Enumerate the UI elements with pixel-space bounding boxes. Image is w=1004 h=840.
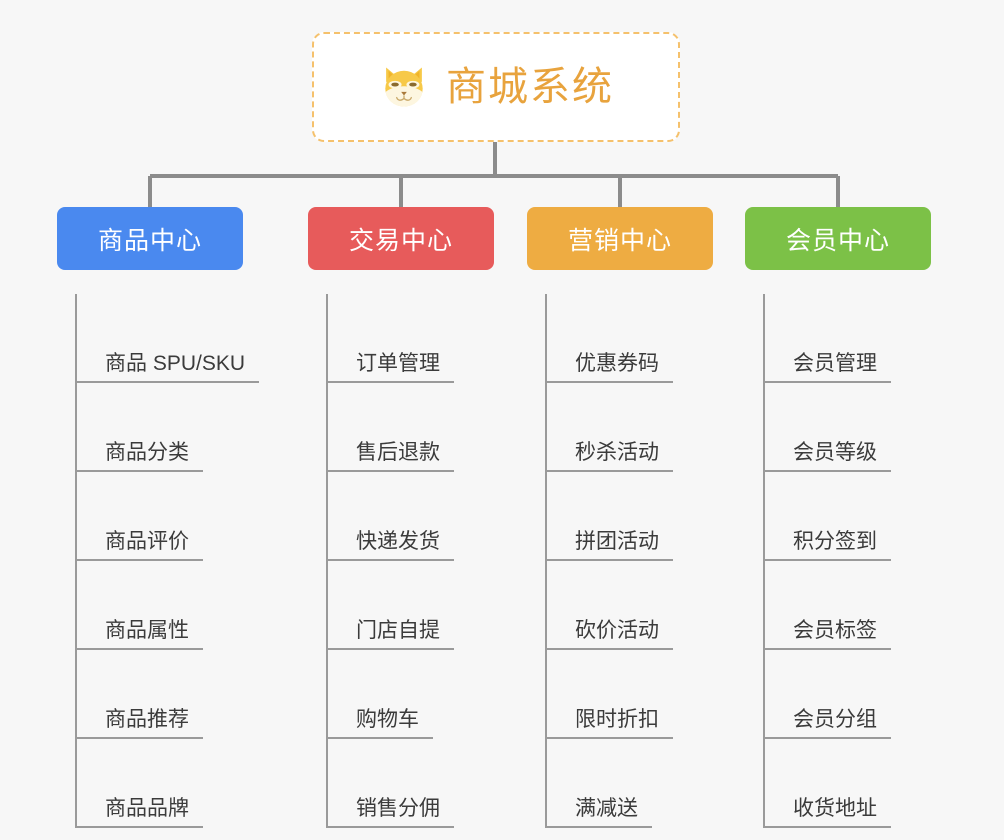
list-item-label: 满减送	[547, 797, 652, 828]
list-item-label: 会员标签	[765, 619, 891, 650]
list-item[interactable]: 会员等级	[765, 383, 931, 472]
list-item[interactable]: 销售分佣	[328, 739, 494, 828]
list-item[interactable]: 购物车	[328, 650, 494, 739]
category-column-marketing: 营销中心 优惠券码 秒杀活动 拼团活动 砍价活动 限时折扣 满减送	[527, 207, 713, 828]
category-header-trade[interactable]: 交易中心	[308, 207, 494, 270]
shiba-dog-icon	[385, 67, 423, 109]
list-item-label: 商品 SPU/SKU	[77, 352, 260, 383]
list-item[interactable]: 门店自提	[328, 561, 494, 650]
list-item[interactable]: 订单管理	[328, 294, 494, 383]
list-item-label: 限时折扣	[547, 708, 673, 739]
list-item[interactable]: 商品品牌	[77, 739, 243, 828]
list-item-label: 商品属性	[77, 619, 203, 650]
item-list: 商品 SPU/SKU 商品分类 商品评价 商品属性 商品推荐 商品品牌	[75, 294, 260, 828]
list-item[interactable]: 拼团活动	[547, 472, 713, 561]
list-item-label: 订单管理	[328, 352, 454, 383]
list-item-label: 会员管理	[765, 352, 891, 383]
category-title: 商品中心	[97, 226, 202, 255]
list-item[interactable]: 商品推荐	[77, 650, 243, 739]
list-item[interactable]: 会员标签	[765, 561, 931, 650]
list-item-label: 积分签到	[765, 530, 891, 561]
category-header-marketing[interactable]: 营销中心	[527, 207, 713, 270]
list-item[interactable]: 商品分类	[77, 383, 243, 472]
list-item-label: 拼团活动	[547, 530, 673, 561]
category-title: 交易中心	[348, 226, 453, 255]
category-column-trade: 交易中心 订单管理 售后退款 快递发货 门店自提 购物车 销售分佣	[308, 207, 494, 828]
list-item-label: 商品推荐	[77, 708, 203, 739]
list-item-label: 收货地址	[765, 797, 891, 828]
list-item[interactable]: 收货地址	[765, 739, 931, 828]
list-item[interactable]: 售后退款	[328, 383, 494, 472]
list-item-label: 优惠券码	[547, 352, 673, 383]
list-item-label: 秒杀活动	[547, 441, 673, 472]
list-item[interactable]: 积分签到	[765, 472, 931, 561]
list-item-label: 购物车	[328, 708, 433, 739]
item-list: 优惠券码 秒杀活动 拼团活动 砍价活动 限时折扣 满减送	[545, 294, 713, 828]
list-item[interactable]: 砍价活动	[547, 561, 713, 650]
list-item-label: 销售分佣	[328, 797, 454, 828]
list-item[interactable]: 商品 SPU/SKU	[77, 294, 260, 383]
list-item[interactable]: 秒杀活动	[547, 383, 713, 472]
category-header-member[interactable]: 会员中心	[745, 207, 931, 270]
list-item-label: 会员分组	[765, 708, 891, 739]
category-header-product[interactable]: 商品中心	[57, 207, 243, 270]
item-list: 订单管理 售后退款 快递发货 门店自提 购物车 销售分佣	[326, 294, 494, 828]
list-item[interactable]: 优惠券码	[547, 294, 713, 383]
category-column-product: 商品中心 商品 SPU/SKU 商品分类 商品评价 商品属性 商品推荐 商品品牌	[57, 207, 260, 828]
category-title: 会员中心	[785, 226, 890, 255]
list-item-label: 商品分类	[77, 441, 203, 472]
list-item[interactable]: 会员管理	[765, 294, 931, 383]
list-item-label: 会员等级	[765, 441, 891, 472]
list-item[interactable]: 商品属性	[77, 561, 243, 650]
list-item-label: 砍价活动	[547, 619, 673, 650]
list-item[interactable]: 快递发货	[328, 472, 494, 561]
list-item-label: 商品品牌	[77, 797, 203, 828]
list-item[interactable]: 限时折扣	[547, 650, 713, 739]
list-item-label: 售后退款	[328, 441, 454, 472]
list-item-label: 商品评价	[77, 530, 203, 561]
list-item[interactable]: 会员分组	[765, 650, 931, 739]
list-item[interactable]: 满减送	[547, 739, 713, 828]
list-item[interactable]: 商品评价	[77, 472, 243, 561]
item-list: 会员管理 会员等级 积分签到 会员标签 会员分组 收货地址	[763, 294, 931, 828]
list-item-label: 快递发货	[328, 530, 454, 561]
category-column-member: 会员中心 会员管理 会员等级 积分签到 会员标签 会员分组 收货地址	[745, 207, 931, 828]
root-title: 商城系统	[446, 65, 614, 109]
category-title: 营销中心	[567, 226, 672, 255]
root-node[interactable]: 商城系统	[312, 32, 680, 142]
list-item-label: 门店自提	[328, 619, 454, 650]
